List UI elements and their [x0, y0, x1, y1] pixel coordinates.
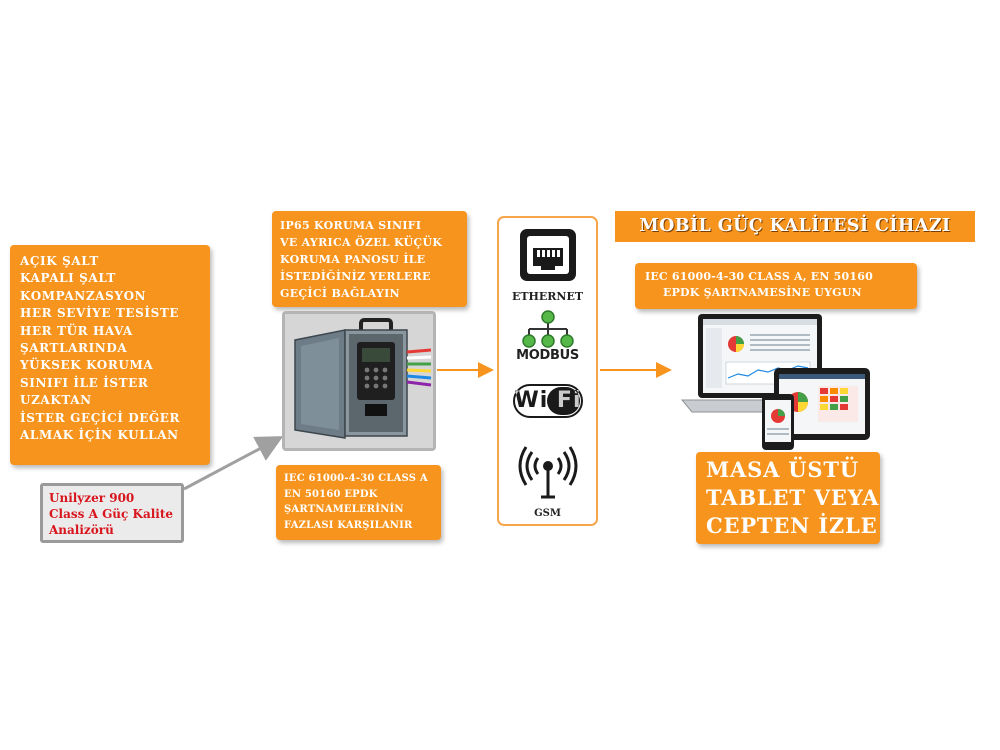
- iec-standard-line: EPDK ŞARTNAMESİNE UYGUN: [663, 286, 862, 299]
- ethernet-label: ETHERNET: [511, 290, 584, 303]
- ip65-line: İSTEDİĞİNİZ YERLERE: [280, 270, 431, 283]
- arrow-product-to-device: [183, 436, 284, 491]
- wifi-logo-text: Wi Fi: [514, 388, 582, 413]
- iec-line: ŞARTNAMELERİNİN: [284, 504, 404, 515]
- applications-line: HER SEVİYE TESİSTE: [20, 306, 180, 321]
- modbus-network-icon: [522, 310, 574, 348]
- product-name-box: Unilyzer 900 Class A Güç Kalite Analizör…: [40, 483, 184, 543]
- view-option-line: MASA ÜSTÜ: [706, 457, 859, 482]
- product-name-line: Class A Güç Kalite: [49, 507, 174, 521]
- iec-standard-line: IEC 61000-4-30 CLASS A, EN 50160: [645, 270, 873, 283]
- ip65-line: IP65 KORUMA SINIFI: [280, 219, 422, 232]
- device-enclosure-image: [282, 311, 436, 451]
- modbus-label: MODBUS: [516, 348, 579, 363]
- applications-line: ŞARTLARINDA: [20, 341, 128, 356]
- ethernet-port-icon: [520, 229, 576, 281]
- applications-line: İSTER GEÇİCİ DEĞER: [20, 410, 181, 425]
- applications-box: AÇIK ŞALT KAPALI ŞALT KOMPANZASYON HER S…: [10, 245, 210, 465]
- ip65-line: KORUMA PANOSU İLE: [280, 253, 426, 266]
- product-name-line: Analizörü: [49, 523, 114, 537]
- applications-line: SINIFI İLE İSTER: [20, 375, 149, 390]
- iec-line: FAZLASI KARŞILANIR: [284, 519, 413, 531]
- applications-line: ALMAK İÇİN KULLAN: [20, 428, 179, 443]
- multi-device-screens-image: [678, 312, 878, 452]
- ip65-info-box: IP65 KORUMA SINIFI VE AYRICA ÖZEL KÜÇÜK …: [272, 211, 467, 307]
- applications-line: KAPALI ŞALT: [20, 271, 116, 286]
- wifi-logo-icon: Wi Fi: [513, 382, 583, 420]
- iec-standard-box: IEC 61000-4-30 CLASS A, EN 50160 EPDK ŞA…: [635, 263, 917, 309]
- communication-panel: ETHERNET MODBUS Wi Fi GSM: [497, 216, 598, 526]
- view-option-line: TABLET VEYA: [706, 485, 880, 510]
- applications-line: AÇIK ŞALT: [20, 254, 99, 268]
- applications-line: UZAKTAN: [20, 393, 92, 408]
- view-option-line: CEPTEN İZLE: [706, 513, 878, 538]
- iec-compliance-box: IEC 61000-4-30 CLASS A EN 50160 EPDK ŞAR…: [276, 465, 441, 540]
- product-name-line: Unilyzer 900: [49, 491, 135, 505]
- view-options-box: MASA ÜSTÜ TABLET VEYA CEPTEN İZLE: [696, 452, 880, 544]
- ip65-line: VE AYRICA ÖZEL KÜÇÜK: [280, 236, 443, 249]
- iec-line: IEC 61000-4-30 CLASS A: [284, 473, 428, 484]
- applications-line: YÜKSEK KORUMA: [20, 358, 154, 373]
- iec-line: EN 50160 EPDK: [284, 488, 378, 500]
- gsm-label: GSM: [534, 508, 561, 519]
- gsm-antenna-icon: [518, 446, 578, 499]
- applications-line: HER TÜR HAVA: [20, 323, 133, 338]
- mobile-device-title: MOBİL GÜÇ KALİTESİ CİHAZI: [615, 211, 975, 242]
- applications-line: KOMPANZASYON: [20, 288, 147, 303]
- ip65-line: GEÇİCİ BAĞLAYIN: [280, 287, 400, 300]
